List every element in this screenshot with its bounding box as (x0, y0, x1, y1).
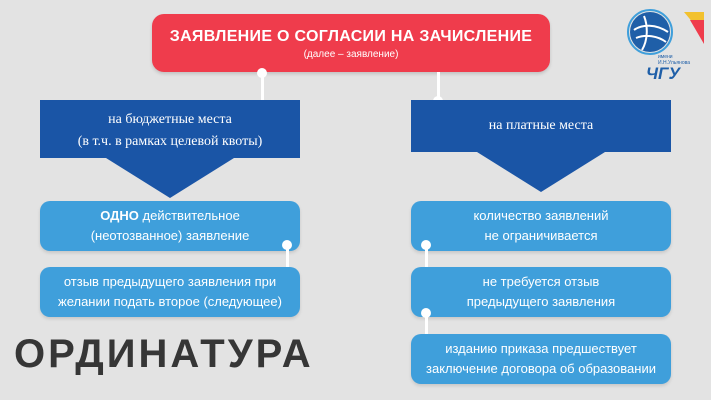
paid-places-header: на платные места (411, 100, 671, 152)
title-banner: ЗАЯВЛЕНИЕ О СОГЛАСИИ НА ЗАЧИСЛЕНИЕ (дале… (152, 14, 550, 72)
single-application-rest: действительное (138, 208, 240, 223)
connector-line (261, 72, 264, 100)
connector-dot (257, 68, 267, 78)
single-application-line1: ОДНО действительное (40, 206, 300, 226)
unlimited-line1: количество заявлений (473, 208, 609, 223)
target-quota-label: (в т.ч. в рамках целевой квоты) (77, 134, 263, 149)
title-subtitle: (далее – заявление) (303, 49, 399, 60)
connector-line (425, 312, 428, 336)
single-application-line2: (неотозванное) заявление (90, 228, 250, 243)
logo-small-text-1: имени (658, 54, 673, 60)
logo-small-text-2: И.Н.Ульянова (658, 60, 690, 66)
no-withdrawal-box: не требуется отзыв предыдущего заявления (411, 267, 671, 317)
contract-line2: заключение договора об образовании (426, 361, 656, 376)
single-emphasis: ОДНО (100, 208, 139, 223)
residency-title: ОРДИНАТУРА (14, 332, 314, 376)
logo-globe-icon (630, 12, 670, 52)
logo-red-shape (690, 20, 704, 44)
unlimited-applications-box: количество заявлений не ограничивается (411, 201, 671, 251)
single-application-box: ОДНО действительное (неотозванное) заявл… (40, 201, 300, 251)
contract-line1: изданию приказа предшествует (445, 341, 637, 356)
university-logo: имени И.Н.Ульянова ЧГУ (627, 9, 704, 82)
connector-line (425, 244, 428, 270)
connector-line (437, 72, 440, 100)
no-withdrawal-line1: не требуется отзыв (482, 274, 600, 289)
paid-arrow-tip (477, 152, 605, 192)
connector-dot (421, 240, 431, 250)
connector-dot (282, 240, 292, 250)
title-main: ЗАЯВЛЕНИЕ О СОГЛАСИИ НА ЗАЧИСЛЕНИЕ (169, 28, 533, 45)
connector-dot (421, 308, 431, 318)
no-withdrawal-line2: предыдущего заявления (466, 294, 616, 309)
budget-places-label: на бюджетные места (108, 112, 232, 127)
withdraw-line2: желании подать второе (следующее) (58, 294, 282, 309)
budget-places-header: на бюджетные места (в т.ч. в рамках целе… (40, 100, 300, 158)
unlimited-line2: не ограничивается (484, 228, 598, 243)
logo-letters: ЧГУ (646, 64, 681, 82)
contract-box: изданию приказа предшествует заключение … (411, 334, 671, 384)
withdraw-line1: отзыв предыдущего заявления при (63, 274, 277, 289)
withdraw-application-box: отзыв предыдущего заявления при желании … (40, 267, 300, 317)
connector-line (286, 244, 289, 270)
budget-arrow-tip (106, 158, 234, 198)
paid-places-label: на платные места (488, 118, 594, 133)
